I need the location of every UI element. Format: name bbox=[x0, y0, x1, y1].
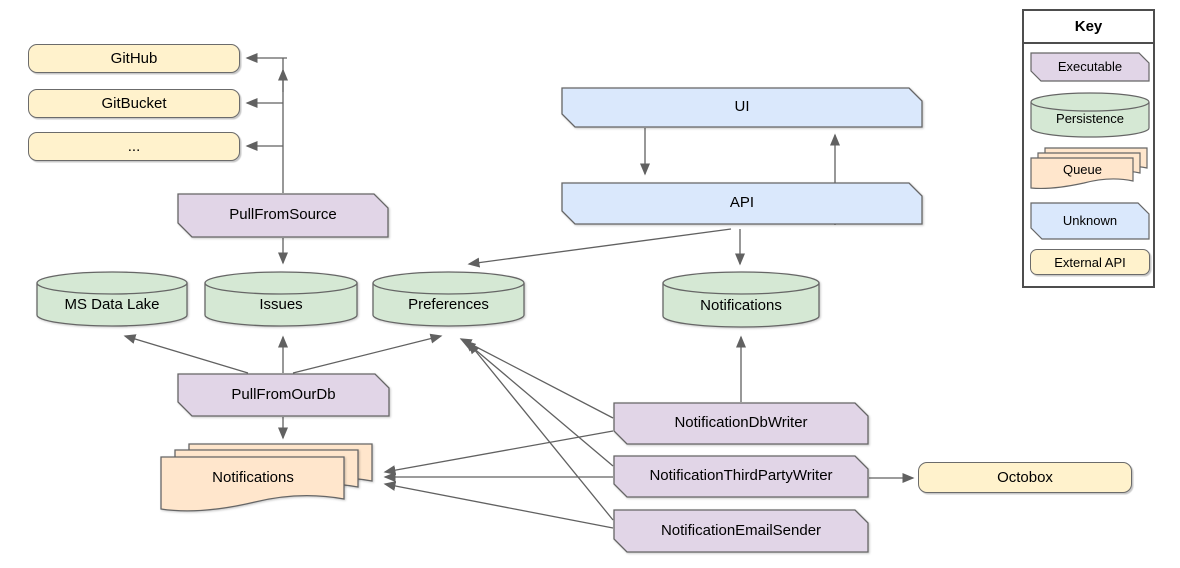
beveled-box-shape bbox=[177, 373, 390, 417]
legend-item-queue: Queue bbox=[1030, 147, 1150, 193]
beveled-box-shape bbox=[1030, 52, 1150, 82]
node-issues: Issues bbox=[204, 271, 358, 327]
beveled-box-shape bbox=[1030, 202, 1150, 240]
node-api: API bbox=[561, 182, 923, 225]
legend-item-unknown: Unknown bbox=[1030, 202, 1150, 240]
document-sheet-front bbox=[1030, 157, 1134, 190]
node-notification-email-sender: NotificationEmailSender bbox=[613, 509, 869, 553]
edge-pullfromourdb-msdatalake bbox=[123, 334, 249, 374]
edge-emailsender-preferences bbox=[468, 341, 614, 521]
beveled-box-shape bbox=[613, 455, 869, 498]
cylinder-shape bbox=[1030, 92, 1150, 138]
beveled-box-shape bbox=[177, 193, 389, 238]
node-pull-from-source-label: PullFromSource bbox=[229, 206, 337, 224]
legend-item-queue-label: Queue bbox=[1062, 161, 1103, 177]
node-gitbucket: GitBucket bbox=[28, 89, 240, 118]
edge-thirdpartywriter-preferences bbox=[463, 340, 614, 467]
node-github-label: GitHub bbox=[110, 50, 158, 67]
node-github: GitHub bbox=[28, 44, 240, 73]
cylinder-shape bbox=[204, 271, 358, 327]
node-notifications-db: Notifications bbox=[662, 271, 820, 328]
node-pull-from-our-db: PullFromOurDb bbox=[177, 373, 390, 417]
node-octobox: Octobox bbox=[918, 462, 1132, 493]
node-pull-from-source: PullFromSource bbox=[177, 193, 389, 238]
beveled-box-shape bbox=[561, 182, 923, 225]
node-notification-third-party-writer-label: NotificationThirdPartyWriter bbox=[649, 467, 833, 485]
node-notifications-db-label: Notifications bbox=[700, 296, 782, 314]
node-notification-third-party-writer: NotificationThirdPartyWriter bbox=[613, 455, 869, 498]
node-preferences-label: Preferences bbox=[408, 296, 489, 314]
node-notifications-queue: Notifications bbox=[160, 443, 374, 515]
cylinder-shape bbox=[372, 271, 525, 327]
node-issues-label: Issues bbox=[259, 296, 303, 314]
legend-item-unknown-label: Unknown bbox=[1062, 212, 1118, 228]
cylinder-shape bbox=[662, 271, 820, 328]
node-ui: UI bbox=[561, 87, 923, 128]
node-notification-email-sender-label: NotificationEmailSender bbox=[660, 521, 822, 539]
node-ms-data-lake: MS Data Lake bbox=[36, 271, 188, 327]
node-ui-label: UI bbox=[734, 98, 750, 116]
node-notification-db-writer-label: NotificationDbWriter bbox=[674, 414, 808, 432]
node-pull-from-our-db-label: PullFromOurDb bbox=[231, 385, 336, 403]
node-preferences: Preferences bbox=[372, 271, 525, 327]
legend-item-executable-label: Executable bbox=[1057, 58, 1123, 74]
legend: Key Executable Persistence Que bbox=[1022, 9, 1155, 288]
node-other-sources: ... bbox=[28, 132, 240, 161]
legend-item-external-api-label: External API bbox=[1054, 254, 1126, 270]
document-sheet-front bbox=[160, 456, 345, 512]
node-other-sources-label: ... bbox=[127, 138, 141, 155]
edge-emailsender-queue bbox=[383, 481, 614, 529]
node-gitbucket-label: GitBucket bbox=[101, 95, 167, 112]
legend-item-external-api: External API bbox=[1030, 249, 1150, 275]
edge-dbwriter-preferences bbox=[459, 338, 614, 419]
legend-item-persistence-label: Persistence bbox=[1056, 111, 1124, 127]
node-api-label: API bbox=[729, 194, 755, 212]
beveled-box-shape bbox=[613, 402, 869, 445]
legend-title: Key bbox=[1024, 11, 1153, 44]
legend-item-executable: Executable bbox=[1030, 52, 1150, 82]
node-notification-db-writer: NotificationDbWriter bbox=[613, 402, 869, 445]
beveled-box-shape bbox=[613, 509, 869, 553]
edge-dbwriter-queue bbox=[383, 430, 614, 476]
node-octobox-label: Octobox bbox=[997, 469, 1053, 486]
edge-pullfromourdb-preferences bbox=[292, 333, 443, 374]
node-ms-data-lake-label: MS Data Lake bbox=[64, 296, 160, 314]
legend-item-persistence: Persistence bbox=[1030, 92, 1150, 138]
edge-api-preferences bbox=[467, 228, 732, 268]
node-notifications-queue-label: Notifications bbox=[212, 468, 294, 486]
beveled-box-shape bbox=[561, 87, 923, 128]
cylinder-shape bbox=[36, 271, 188, 327]
